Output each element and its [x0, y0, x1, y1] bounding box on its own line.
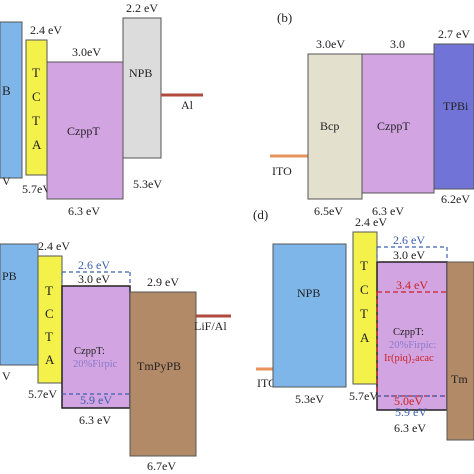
tcta-homo-label: 5.7eV — [349, 389, 378, 403]
tpbi-name: TPBi — [443, 99, 469, 113]
tmpypb-name: TmPyPB — [137, 359, 181, 373]
tcta-lumo-label: 2.4 eV — [355, 215, 387, 229]
eml-label-dopant-blue: 20%Firpic: — [389, 340, 436, 351]
tcta-layer — [25, 39, 48, 176]
tcta-char: C — [45, 306, 54, 321]
eml-label-host: CzppT: — [74, 346, 105, 357]
npb-homo-label: 5.3eV — [295, 392, 324, 406]
tcta-char: T — [45, 329, 53, 344]
tmpypb-lumo-label: 2.9 eV — [147, 275, 179, 289]
tcta-layer — [352, 231, 378, 385]
bcp-name: Bcp — [320, 119, 339, 133]
czppt-homo-label: 6.3 eV — [68, 204, 100, 218]
npb-cut-homo: V — [2, 369, 11, 383]
tcta-lumo-label: 2.4 eV — [30, 23, 62, 37]
npb-cut-layer — [0, 243, 39, 366]
eml-label-dopant: 20%Firpic — [73, 359, 118, 370]
npb-lumo-label: 2.2 eV — [126, 1, 158, 15]
tmpypb-layer — [129, 291, 197, 457]
irpiq-homo-label: 5.0eV — [394, 394, 423, 408]
eml-label-host: CzppT: — [393, 327, 424, 338]
tcta-char: T — [45, 283, 53, 298]
tcta-char: T — [360, 306, 368, 321]
czppt-layer — [361, 53, 435, 194]
czppt-lumo-label: 3.0 eV — [393, 248, 425, 262]
cathode-label: Al — [181, 98, 194, 112]
irpiq-lumo-label: 3.4 eV — [396, 278, 428, 292]
anode-label: ITO — [257, 376, 277, 390]
npb-homo-label: 5.3eV — [133, 177, 162, 191]
tcta-char: T — [32, 113, 40, 128]
npb-cut-layer — [0, 21, 23, 179]
emitter-layer — [376, 261, 448, 411]
czppt-homo-label: 6.3 eV — [372, 204, 404, 218]
panel-d-letter: (d) — [253, 207, 268, 222]
tcta-char: T — [32, 65, 40, 80]
eml-label-dopant-red: Ir(piq)₂acac — [384, 353, 434, 364]
tcta-homo-label: 5.7eV — [22, 182, 51, 196]
czppt-lumo-label: 3.0eV — [72, 45, 101, 59]
tcta-lumo-label: 2.4 eV — [38, 239, 70, 253]
tcta-homo-label: 5.7eV — [28, 387, 57, 401]
tm-layer — [446, 261, 474, 441]
tmpypb-homo-label: 6.7eV — [147, 459, 176, 473]
cathode-label: LiF/Al — [194, 319, 227, 333]
panel-d: (d) ITO NPB 5.3eV 2.4 eV T C T A 5.7eV 2… — [253, 207, 474, 441]
npb-cut-label: PB — [2, 269, 17, 283]
panel-c: PB V 2.4 eV T C T A 5.7eV 2.6 eV 3.0 eV … — [0, 239, 231, 473]
panel-a: B V 2.4 eV T C T A 5.7eV 3.0eV CzppT 6.3… — [0, 1, 203, 218]
tcta-char: T — [360, 258, 368, 273]
czppt-lumo-label: 3.0 — [390, 37, 405, 51]
panel-b-letter: (b) — [277, 10, 292, 25]
anode-label: ITO — [272, 164, 292, 178]
tcta-char: C — [360, 282, 369, 297]
czppt-homo-label: 6.3 eV — [394, 421, 426, 435]
czppt-name: CzppT — [377, 119, 410, 133]
czppt-lumo-label: 3.0 eV — [78, 272, 110, 286]
npb-layer — [122, 17, 162, 159]
czppt-name: CzppT — [67, 124, 100, 138]
tcta-char: A — [32, 137, 42, 152]
czppt-homo-label: 6.3 eV — [79, 413, 111, 427]
firpic-lumo-label: 2.6 eV — [393, 233, 425, 247]
tpbi-lumo-label: 2.7 eV — [438, 27, 470, 41]
npb-cut-label: B — [2, 83, 11, 98]
firpic-homo-label: 5.9 eV — [395, 405, 427, 419]
tcta-char: A — [360, 330, 370, 345]
tm-name: Tm — [451, 372, 468, 386]
npb-name: NPB — [297, 286, 320, 300]
npb-layer — [272, 243, 347, 388]
bcp-homo-label: 6.5eV — [314, 204, 343, 218]
npb-cut-homo: V — [2, 174, 11, 188]
tcta-char: A — [45, 352, 55, 367]
tcta-char: C — [32, 89, 41, 104]
bcp-lumo-label: 3.0eV — [316, 37, 345, 51]
firpic-homo-label: 5.9 eV — [80, 393, 112, 407]
tpbi-layer — [433, 43, 474, 190]
emitter-layer — [61, 285, 131, 409]
npb-name: NPB — [129, 66, 152, 80]
bcp-layer — [307, 53, 363, 200]
panel-b: (b) ITO 3.0eV Bcp 6.5eV 3.0 CzppT 6.3 eV… — [270, 10, 474, 218]
tpbi-homo-label: 6.2eV — [441, 192, 470, 206]
firpic-lumo-label: 2.6 eV — [78, 258, 110, 272]
